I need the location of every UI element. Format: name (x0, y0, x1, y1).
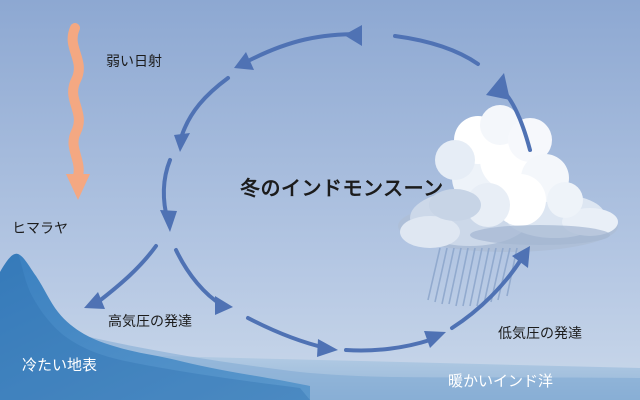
arrow-segment-top (393, 34, 480, 66)
mountain-icon (0, 253, 310, 400)
label-weak-sunlight: 弱い日射 (106, 54, 162, 70)
arrowhead-left (160, 210, 177, 232)
mountain-shadow (0, 253, 310, 400)
label-low-pressure: 低気圧の発達 (498, 326, 582, 342)
arrow-segment-down-left (96, 244, 158, 304)
label-high-pressure: 高気圧の発達 (108, 314, 192, 330)
arrowhead-rise (512, 246, 530, 268)
arrow-heads (84, 25, 530, 357)
arrowhead-left-upper (174, 133, 190, 152)
arrowhead-top (344, 25, 362, 46)
arrowhead-top-left (234, 52, 254, 70)
cumulonimbus-cloud-icon (398, 105, 618, 252)
arrowhead-bottom-right (424, 331, 446, 348)
arrowhead-down-right (215, 296, 233, 315)
arrow-segment-left-upper (180, 76, 230, 137)
arrow-segment-bottom-right (344, 338, 432, 353)
arrowhead-bottom (317, 339, 338, 357)
diagram-title: 冬のインドモンスーン (240, 176, 444, 200)
arrowhead-up (486, 73, 510, 100)
wavy-arrow-icon (66, 23, 90, 200)
label-himalaya: ヒマラヤ (12, 221, 68, 237)
label-cold-land: 冷たい地表 (22, 356, 98, 374)
arrowhead-down-left (84, 292, 105, 309)
arrow-segment-rise (450, 256, 524, 330)
label-warm-ocean: 暖かいインド洋 (448, 372, 554, 390)
